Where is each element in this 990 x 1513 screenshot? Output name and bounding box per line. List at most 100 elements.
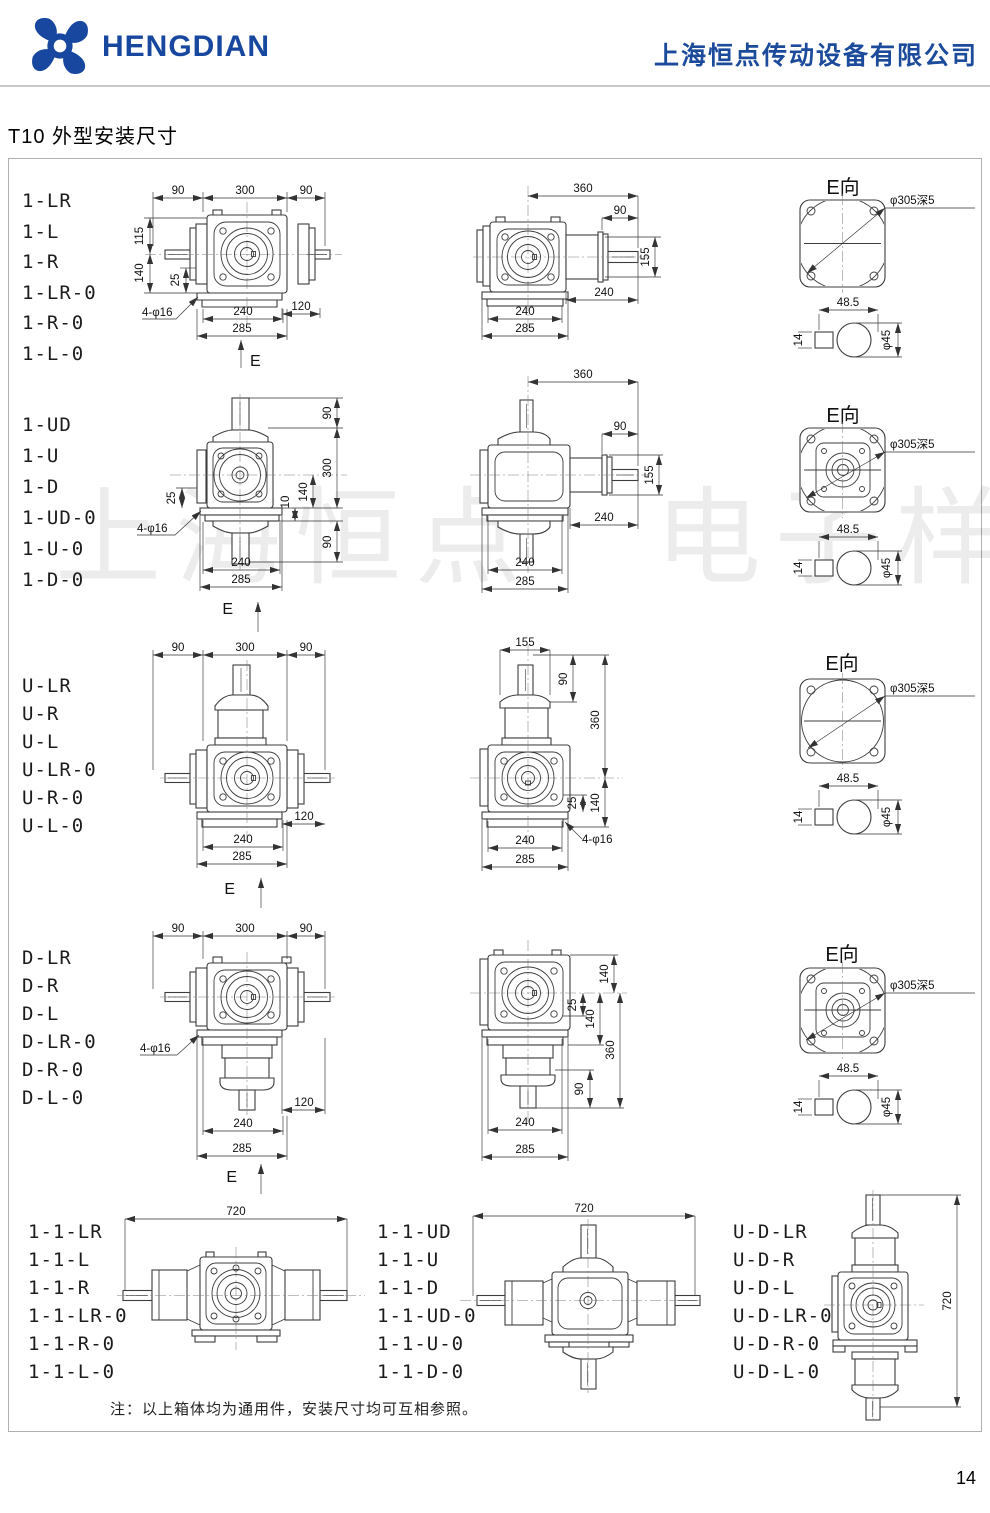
model-label: 1-U: [22, 445, 60, 467]
drawing-row4-side-view: 140 25 140 360 90 240 285: [470, 940, 627, 1161]
flange-detail: [213, 969, 281, 1025]
model-label: 1-R-0: [22, 312, 85, 334]
dimensions: 360 90 155 240 240 285: [481, 369, 663, 593]
model-label: D-LR-0: [22, 1031, 97, 1053]
dim-dia45: φ45: [881, 330, 893, 350]
gearbox-body: [476, 1224, 701, 1390]
dimensions: 90 300 90 115 140 25 4-φ16 120 240 285 E: [134, 185, 326, 370]
model-list-row4: D-LR D-R D-L D-LR-0 D-R-0 D-L-0: [22, 944, 97, 1112]
content-border: [8, 158, 982, 1432]
model-list-row5c: U-D-LR U-D-R U-D-L U-D-LR-0 U-D-R-0 U-D-…: [733, 1218, 833, 1386]
dim-dia45: φ45: [881, 807, 893, 827]
model-label: U-D-L-0: [733, 1361, 821, 1383]
dim-285: 285: [515, 323, 534, 335]
dim-14: 14: [793, 333, 805, 346]
dim-240: 240: [233, 1118, 252, 1130]
dim-360: 360: [573, 369, 592, 381]
shaft-section: 48.5 14 φ45: [793, 773, 902, 835]
dim-155: 155: [640, 247, 652, 266]
dim-dia45: φ45: [881, 558, 893, 578]
dim-285: 285: [515, 1144, 534, 1156]
model-label: 1-1-LR-0: [28, 1305, 128, 1327]
drawing-row5-horizontal: 720: [117, 1206, 365, 1350]
model-label: D-L-0: [22, 1087, 85, 1109]
dim-360: 360: [605, 1040, 617, 1059]
dim-240: 240: [515, 557, 534, 569]
flange-detail: [557, 1277, 623, 1330]
dimensions: 360 90 155 240 240 285: [481, 183, 661, 340]
model-label: 1-1-U: [377, 1249, 440, 1271]
bore-dimension: φ305深5: [805, 978, 975, 1041]
model-list-row1: 1-LR 1-L 1-R 1-LR-0 1-R-0 1-L-0: [22, 186, 97, 369]
dim-720: 720: [226, 1206, 245, 1218]
flange-detail: [494, 751, 564, 807]
flange-detail: [205, 1262, 267, 1325]
flange-face: [799, 422, 886, 518]
dimensions: 90 300 90 120 240 285 E: [152, 642, 326, 908]
bore-callout: φ305深5: [890, 681, 935, 695]
bolt-callout: 4-φ16: [137, 523, 167, 535]
model-label: U-D-R: [733, 1249, 796, 1271]
e-view-title: E向: [826, 176, 859, 199]
shaft-section: 48.5 14 φ45: [793, 1063, 902, 1125]
dim-90: 90: [614, 421, 627, 433]
drawing-row1-front-view: 90 300 90 115 140 25 4-φ16 120 240 285 E: [134, 185, 342, 370]
dim-240: 240: [231, 557, 250, 569]
page-number: 14: [955, 1468, 976, 1488]
dim-10: 10: [280, 496, 292, 509]
dim-285: 285: [232, 1143, 251, 1155]
dimensions: 140 25 140 360 90 240 285: [481, 954, 624, 1161]
dim-240: 240: [233, 834, 252, 846]
centerlines: [470, 376, 650, 573]
model-label: U-LR: [22, 675, 72, 697]
model-list-row2: 1-UD 1-U 1-D 1-UD-0 1-U-0 1-D-0: [22, 410, 97, 596]
bore-callout: φ305深5: [890, 978, 935, 992]
flange-detail: [494, 451, 564, 502]
drawing-row3-e-view: E向 φ305深5 48.5 14 φ45: [793, 652, 975, 835]
dimensions: 90 300 90 4-φ16 120 240 285 E: [140, 923, 326, 1194]
model-list-row5b: 1-1-UD 1-1-U 1-1-D 1-1-UD-0 1-1-U-0 1-1-…: [377, 1218, 477, 1386]
model-label: 1-UD: [22, 414, 72, 436]
model-label: 1-LR: [22, 190, 72, 212]
company-name: 上海恒点传动设备有限公司: [653, 43, 978, 70]
drawing-row5-fourway: 720: [460, 1203, 701, 1393]
dim-90: 90: [172, 923, 185, 935]
gearbox-body: [164, 664, 331, 828]
model-label: U-R-0: [22, 787, 85, 809]
model-label: D-L: [22, 1003, 60, 1025]
model-label: U-D-L: [733, 1277, 796, 1299]
centerlines: [473, 186, 650, 330]
dim-720: 720: [942, 1291, 954, 1310]
dim-dia45: φ45: [881, 1097, 893, 1117]
view-arrow-label: E: [226, 1169, 237, 1186]
dim-90: 90: [322, 536, 334, 549]
flange-face: [799, 962, 886, 1059]
model-label: 1-1-R: [28, 1277, 91, 1299]
drawing-row2-front-view: 90 300 140 10 90 25 4-φ16 240 285 E: [137, 394, 347, 632]
dim-140: 140: [298, 482, 310, 501]
drawing-row2-side-view: 360 90 155 240 240 285: [470, 369, 663, 593]
model-label: 1-R: [22, 251, 60, 273]
model-label: 1-1-L-0: [28, 1361, 116, 1383]
flange-detail: [843, 1277, 903, 1335]
dim-90: 90: [558, 673, 570, 686]
model-label: U-L-0: [22, 815, 85, 837]
shaft-section: 48.5 14 φ45: [793, 524, 902, 586]
dim-360: 360: [573, 183, 592, 195]
dim-140: 140: [134, 263, 146, 282]
brand-name: HENGDIAN: [102, 30, 271, 63]
bore-callout: φ305深5: [890, 193, 935, 207]
dim-240: 240: [594, 287, 613, 299]
dim-285: 285: [232, 323, 251, 335]
dim-120: 120: [294, 811, 313, 823]
header-divider: [0, 85, 990, 87]
dim-90: 90: [300, 642, 313, 654]
dim-25: 25: [567, 999, 579, 1012]
dim-90: 90: [322, 407, 334, 420]
model-label: 1-L: [22, 220, 60, 243]
dim-90: 90: [614, 205, 627, 217]
dimensions: 90 300 140 10 90 25 4-φ16 240 285 E: [137, 397, 343, 632]
bore-dimension: φ305深5: [805, 437, 975, 499]
model-label: 1-D: [22, 476, 60, 498]
dimensions: 720: [880, 1194, 961, 1408]
